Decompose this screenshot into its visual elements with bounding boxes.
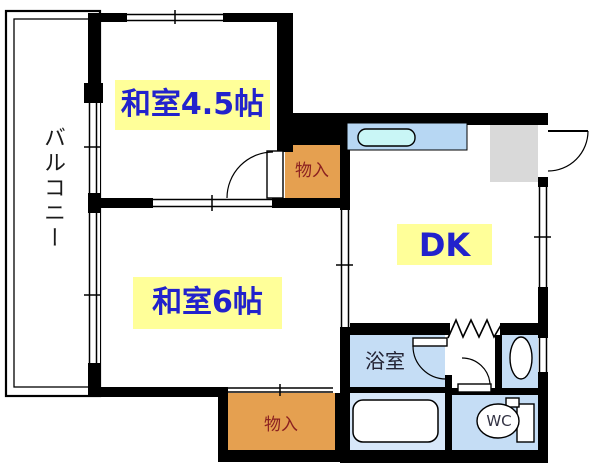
room-label-washitsu-6: 和室6帖: [133, 277, 282, 329]
wall-segment: [538, 372, 548, 463]
wall-segment: [277, 113, 350, 145]
sliding-door-storage-lower: [228, 384, 333, 396]
window-west-lower: [84, 213, 101, 363]
wall-segment: [218, 393, 228, 453]
storage-upper-door: [226, 150, 284, 199]
bathroom-door: [412, 337, 448, 380]
walls: [84, 13, 548, 463]
wc-door: [457, 357, 492, 393]
window-east-basin: [538, 338, 548, 372]
washbasin-icon: [509, 336, 533, 380]
sliding-door-between-rooms: [153, 195, 272, 211]
wall-segment: [538, 287, 548, 338]
storage-upper-label: 物入: [295, 160, 329, 181]
toilet-cistern-icon: [505, 397, 520, 408]
window-west-upper: [84, 103, 101, 193]
room-label-bathroom: 浴室: [365, 349, 405, 373]
window-north: [127, 10, 223, 24]
windows: [84, 10, 551, 396]
bathtub-icon: [352, 399, 439, 443]
folding-door-zigzag: [447, 317, 502, 339]
wall-segment: [218, 450, 348, 462]
doors: [226, 130, 589, 393]
storage-upper-floor: [285, 145, 340, 198]
wall-segment: [335, 393, 348, 450]
room-label-dk: DK: [397, 224, 492, 265]
sliding-door-dk: [336, 210, 353, 327]
wall-segment: [348, 450, 548, 463]
wall-segment: [223, 13, 293, 22]
wall-segment: [84, 83, 103, 103]
wall-segment: [495, 335, 502, 388]
wall-segment: [88, 13, 133, 22]
wall-segment: [340, 323, 450, 335]
wall-segment: [88, 13, 100, 103]
entrance-door: [547, 130, 589, 172]
wall-segment: [500, 323, 548, 335]
wall-segment: [445, 393, 452, 450]
wall-segment: [340, 125, 350, 210]
wall-segment: [445, 375, 452, 397]
room-label-washitsu-4-5: 和室4.5帖: [115, 80, 270, 130]
window-east-dk: [534, 187, 551, 287]
fixtures: [346, 122, 535, 443]
storage-lower-floor: [228, 393, 335, 450]
wall-segment: [452, 388, 538, 395]
room-label-wc: WC: [486, 411, 512, 430]
balcony-label: バルコニー: [40, 126, 65, 251]
wall-segment: [98, 198, 153, 208]
wall-segment: [88, 387, 228, 397]
entrance-floor: [490, 123, 538, 182]
wall-segment: [340, 113, 548, 125]
storage-lower-label: 物入: [264, 414, 298, 435]
wall-segment: [88, 193, 100, 213]
wall-segment: [348, 387, 445, 393]
kitchen-sink-icon: [357, 128, 416, 147]
wall-segment: [272, 198, 350, 208]
toilet-bowl-icon: [476, 403, 520, 439]
wall-segment: [538, 177, 548, 187]
